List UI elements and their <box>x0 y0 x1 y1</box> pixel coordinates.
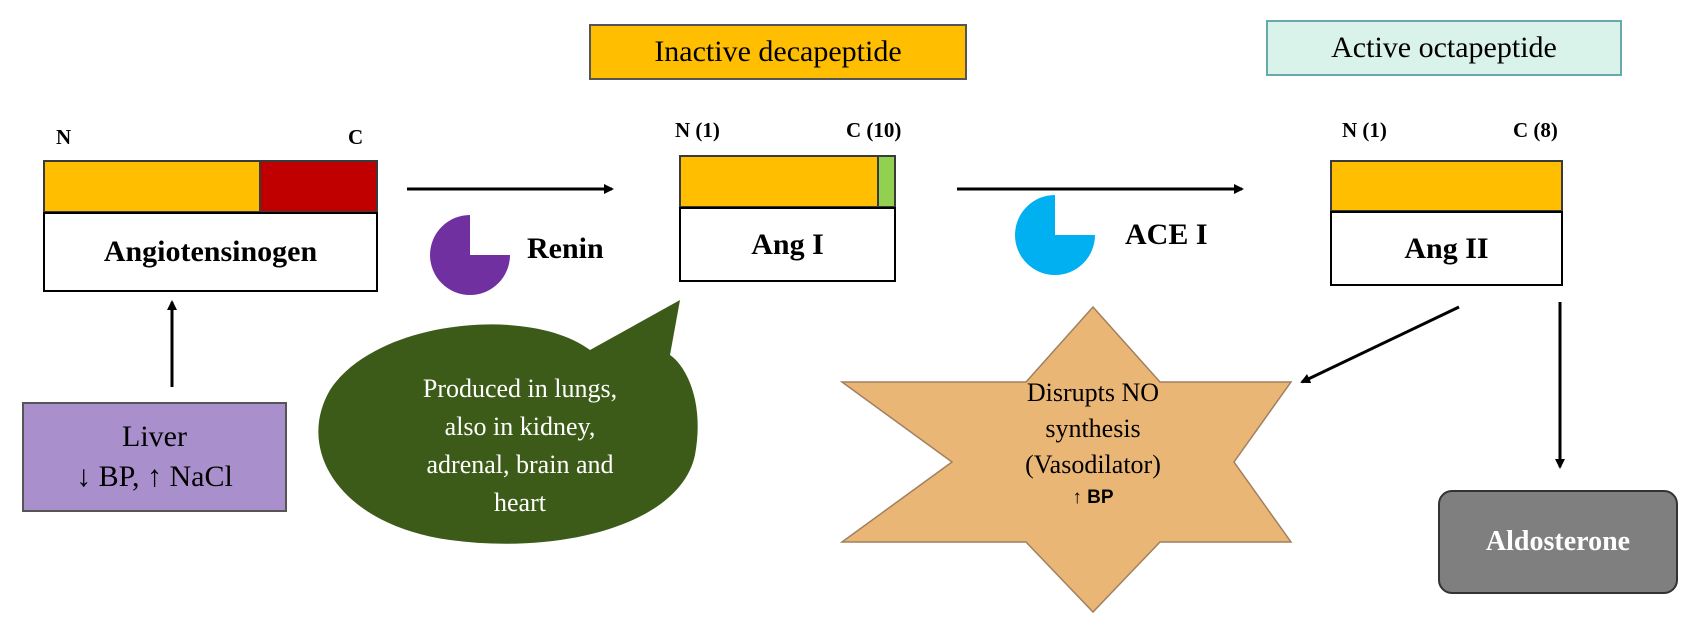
bubble-line-3: adrenal, brain and <box>426 450 614 479</box>
liver-conditions: ↓ BP, ↑ NaCl <box>76 460 233 493</box>
liver-label: Liver <box>122 420 187 453</box>
inactive-decapeptide-header: Inactive decapeptide <box>589 24 967 80</box>
bubble-line-1: Produced in lungs, <box>422 374 618 403</box>
arrow-ang2-to-star <box>1300 305 1460 384</box>
ang2-n-terminus: N (1) <box>1342 118 1387 142</box>
star-shape <box>839 305 1293 614</box>
angiotensinogen-label: Angiotensinogen <box>43 212 378 292</box>
ang1-label: Ang I <box>679 207 896 282</box>
star-line-1: Disrupts NO <box>1026 378 1160 407</box>
ace-label: ACE I <box>1125 218 1208 251</box>
angiotensinogen-renin-segment <box>259 160 378 213</box>
ang1-n-terminus: N (1) <box>675 118 720 142</box>
angiotensinogen-n-terminus: N <box>56 125 72 149</box>
star-line-2: synthesis <box>1045 414 1141 443</box>
active-octapeptide-header: Active octapeptide <box>1266 20 1622 76</box>
star-line-3: (Vasodilator) <box>1025 450 1161 479</box>
star-text: Disrupts NO synthesis (Vasodilator) ↑ BP <box>958 375 1228 513</box>
ace-pacman-icon <box>1015 195 1095 275</box>
renin-pacman-icon <box>430 215 510 295</box>
ang2-c-terminus: C (8) <box>1513 118 1558 142</box>
angiotensinogen-c-terminus: C <box>348 125 364 149</box>
aldosterone-label: Aldosterone <box>1485 526 1631 557</box>
ang2-chain-bar <box>1330 160 1563 212</box>
ang1-his-leu-segment <box>877 155 896 208</box>
renin-label: Renin <box>527 232 604 265</box>
ang2-label: Ang II <box>1330 211 1563 286</box>
liver-box: Liver ↓ BP, ↑ NaCl <box>22 402 287 512</box>
aldosterone-box: Aldosterone <box>1438 490 1678 594</box>
bubble-line-4: heart <box>494 488 546 517</box>
angiotensinogen-chain-bar <box>43 160 261 213</box>
ang1-c-terminus: C (10) <box>846 118 902 142</box>
ang1-chain-bar <box>679 155 879 208</box>
speech-bubble-text: Produced in lungs, also in kidney, adren… <box>370 370 670 522</box>
speech-bubble-shape <box>318 300 698 544</box>
star-bp: ↑ BP <box>1072 487 1114 508</box>
bubble-line-2: also in kidney, <box>444 412 596 441</box>
